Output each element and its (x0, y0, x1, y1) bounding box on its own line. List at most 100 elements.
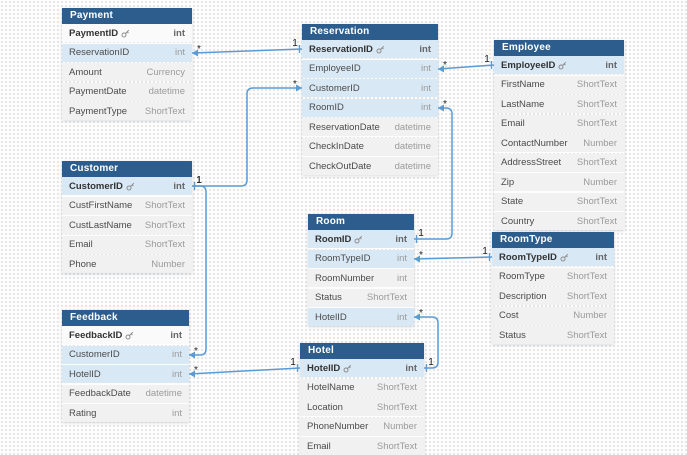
field-row-Country[interactable]: Country ShortText (494, 212, 624, 230)
field-type: int (595, 251, 607, 263)
field-type: ShortText (576, 196, 617, 207)
cardinality-label: 1 (292, 38, 298, 49)
table-header[interactable]: Hotel (300, 343, 424, 359)
table-header[interactable]: Payment (62, 8, 192, 24)
field-name: HotelID (69, 368, 101, 380)
field-type: ShortText (376, 401, 417, 413)
field-type: Number (151, 258, 185, 270)
field-name: RoomID (309, 102, 344, 113)
cardinality-label: 1 (482, 246, 488, 257)
field-type: ShortText (144, 105, 185, 117)
many-arrowhead (414, 255, 420, 263)
field-type: datetime (148, 86, 185, 97)
field-type: ShortText (144, 200, 185, 211)
field-name: EmployeeID (309, 63, 361, 74)
field-name: Location (307, 401, 343, 413)
field-type: ShortText (576, 79, 617, 90)
field-name: FeedbackDate (69, 388, 131, 399)
field-name: ReservationDate (309, 121, 380, 133)
many-arrowhead (414, 313, 420, 321)
field-type: ShortText (366, 292, 407, 303)
field-name: Description (499, 290, 547, 302)
table-header[interactable]: Room (308, 214, 414, 230)
field-name: RoomNumber (315, 272, 375, 284)
table-header[interactable]: RoomType (492, 232, 614, 248)
field-type: ShortText (576, 215, 617, 227)
table-header[interactable]: Employee (494, 40, 624, 56)
primary-key-icon (343, 364, 352, 372)
field-row-EmployeeID[interactable]: EmployeeID int (302, 59, 438, 78)
table-header[interactable]: Feedback (62, 310, 189, 326)
field-name: CustLastName (69, 219, 132, 231)
cardinality-label: 1 (428, 357, 434, 368)
table-header[interactable]: Reservation (302, 24, 438, 40)
field-name: FeedbackID (69, 330, 166, 341)
table-header[interactable]: Customer (62, 161, 192, 177)
cardinality-label: * (194, 346, 198, 357)
field-type: datetime (394, 160, 431, 172)
field-name: Country (501, 215, 535, 227)
field-type: int (420, 63, 431, 74)
field-name: Email (69, 239, 93, 250)
cardinality-label: * (443, 60, 447, 71)
primary-key-icon (126, 182, 134, 190)
cardinality-label: * (419, 308, 423, 319)
field-row-Location[interactable]: Location ShortText (300, 398, 424, 416)
field-type: int (405, 362, 417, 374)
relationship-line (192, 87, 302, 187)
